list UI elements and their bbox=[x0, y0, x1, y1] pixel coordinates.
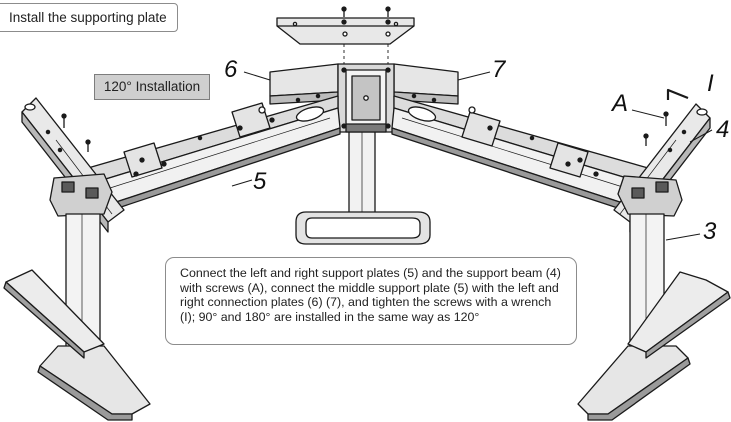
callout-7: 7 bbox=[492, 56, 506, 83]
middle-support-plate-exploded bbox=[276, 17, 415, 45]
center-block bbox=[337, 63, 395, 133]
screw-icon bbox=[643, 111, 669, 146]
instruction-text: Connect the left and right support plate… bbox=[165, 257, 577, 345]
callout-5: 5 bbox=[253, 168, 267, 195]
connection-plate-right-7 bbox=[393, 63, 459, 105]
center-column bbox=[295, 127, 431, 245]
screw-icon bbox=[61, 113, 91, 152]
alignment-guides bbox=[343, 44, 389, 67]
left-leg bbox=[3, 173, 151, 421]
screw-icon bbox=[341, 6, 391, 17]
connection-plate-left-6 bbox=[269, 63, 339, 105]
right-leg bbox=[577, 175, 731, 421]
wrench-icon bbox=[666, 88, 689, 100]
callout-a: A bbox=[612, 90, 629, 117]
step-title: Install the supporting plate bbox=[0, 3, 178, 32]
callout-leaders bbox=[231, 71, 713, 241]
angle-label: 120° Installation bbox=[94, 74, 210, 100]
callout-4: 4 bbox=[716, 116, 730, 143]
callout-3: 3 bbox=[703, 218, 717, 245]
callout-6: 6 bbox=[224, 56, 238, 83]
right-support-plate-5 bbox=[391, 93, 649, 213]
callout-i: I bbox=[707, 70, 714, 97]
left-support-plate-5 bbox=[87, 93, 341, 213]
